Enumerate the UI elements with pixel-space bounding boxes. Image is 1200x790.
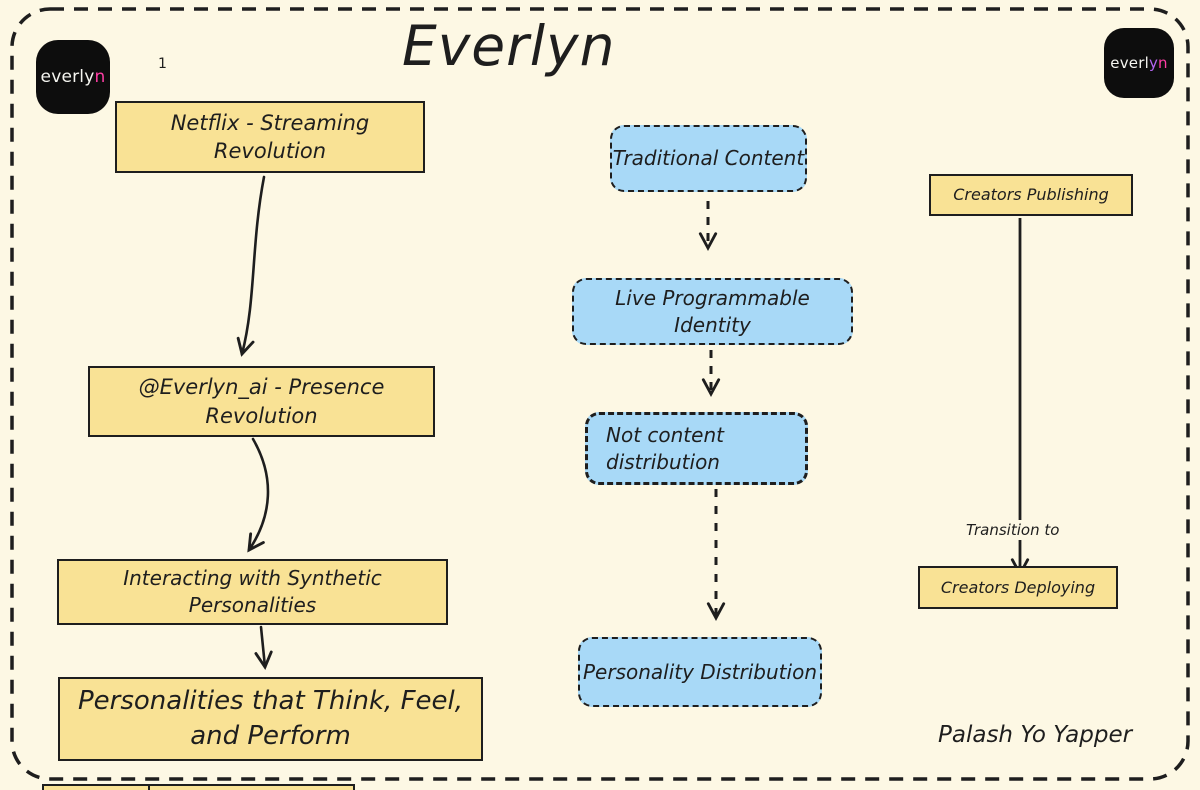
logo-text-white: everly [40,67,95,87]
flow-box-personalities-think-feel-perform: Personalities that Think, Feel, and Perf… [58,677,483,761]
flow-box-personality-distribution: Personality Distribution [578,637,822,707]
canvas-dashed-border [10,7,1190,781]
signature-text: Palash Yo Yapper [938,722,1133,748]
flow-box-creators-deploying: Creators Deploying [918,566,1118,609]
page-title: Everlyn [402,14,616,78]
flow-box-interacting-synthetic: Interacting with Synthetic Personalities [57,559,448,625]
flow-box-netflix-streaming: Netflix - Streaming Revolution [115,101,425,173]
arrow-everlyn-to-interacting [247,437,270,553]
logo-text-white: everl [1110,54,1149,72]
flow-box-everlyn-ai-presence: @Everlyn_ai - Presence Revolution [88,366,435,437]
logo-text-purple: y [1148,54,1159,72]
transition-to-label: Transition to [958,520,1068,540]
flow-box-not-content-distribution: Not content distribution [585,412,808,485]
cutoff-box-bottom-1 [42,784,150,790]
flow-box-traditional-content: Traditional Content [610,125,807,192]
cutoff-box-bottom-2 [148,784,355,790]
page-number: 1 [158,56,167,72]
flow-box-creators-publishing: Creators Publishing [929,174,1133,216]
logo-text-pink: n [1158,54,1168,72]
flow-box-live-programmable-identity: Live Programmable Identity [572,278,853,345]
arrow-netflix-to-everlyn [236,175,266,357]
logo-text-pink: n [94,67,106,87]
arrow-interacting-to-personalities [254,625,273,671]
